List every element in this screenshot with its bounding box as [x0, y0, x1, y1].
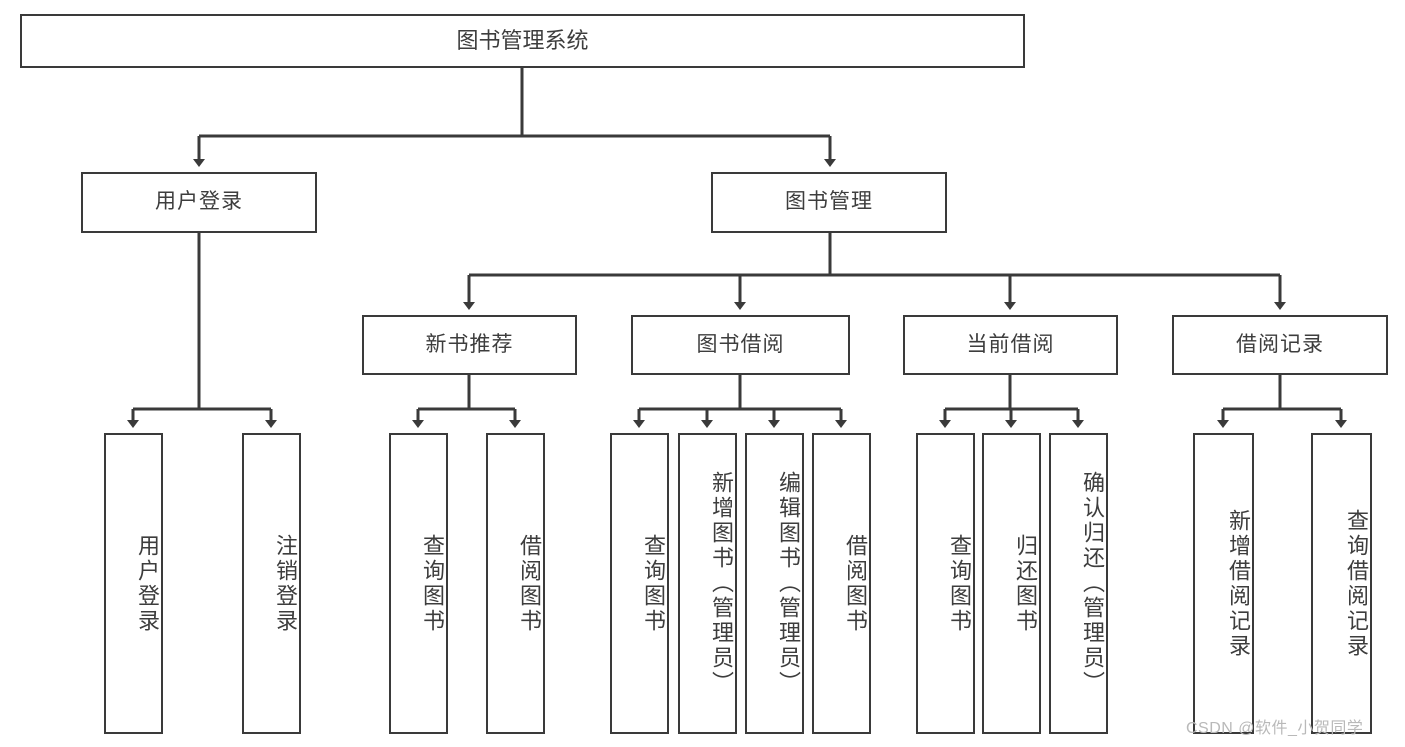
node-new-book-recommendation[interactable]: 新书推荐 — [362, 315, 577, 375]
leaf-current-borrow-confirm-return-admin[interactable]: 确认归还（管理员） — [1049, 433, 1108, 734]
leaf-new-book-borrow-book[interactable]: 借阅图书 — [486, 433, 545, 734]
leaf-current-borrow-query-book[interactable]: 查询图书 — [916, 433, 975, 734]
leaf-borrow-record-query-record[interactable]: 查询借阅记录 — [1311, 433, 1372, 734]
node-current-borrow[interactable]: 当前借阅 — [903, 315, 1118, 375]
leaf-book-borrow-add-book-admin[interactable]: 新增图书（管理员） — [678, 433, 737, 734]
leaf-book-borrow-query-book[interactable]: 查询图书 — [610, 433, 669, 734]
node-book-management[interactable]: 图书管理 — [711, 172, 947, 233]
leaf-borrow-record-add-record[interactable]: 新增借阅记录 — [1193, 433, 1254, 734]
node-root-library-management-system[interactable]: 图书管理系统 — [20, 14, 1025, 68]
leaf-new-book-query-book[interactable]: 查询图书 — [389, 433, 448, 734]
leaf-current-borrow-return-book[interactable]: 归还图书 — [982, 433, 1041, 734]
leaf-book-borrow-edit-book-admin[interactable]: 编辑图书（管理员） — [745, 433, 804, 734]
leaf-book-borrow-borrow-book[interactable]: 借阅图书 — [812, 433, 871, 734]
node-borrow-record[interactable]: 借阅记录 — [1172, 315, 1388, 375]
leaf-user-login-logout[interactable]: 注销登录 — [242, 433, 301, 734]
node-book-borrow[interactable]: 图书借阅 — [631, 315, 850, 375]
leaf-user-login-login[interactable]: 用户登录 — [104, 433, 163, 734]
watermark-csdn: CSDN @软件_小贺同学 — [1186, 720, 1364, 737]
node-user-login[interactable]: 用户登录 — [81, 172, 317, 233]
